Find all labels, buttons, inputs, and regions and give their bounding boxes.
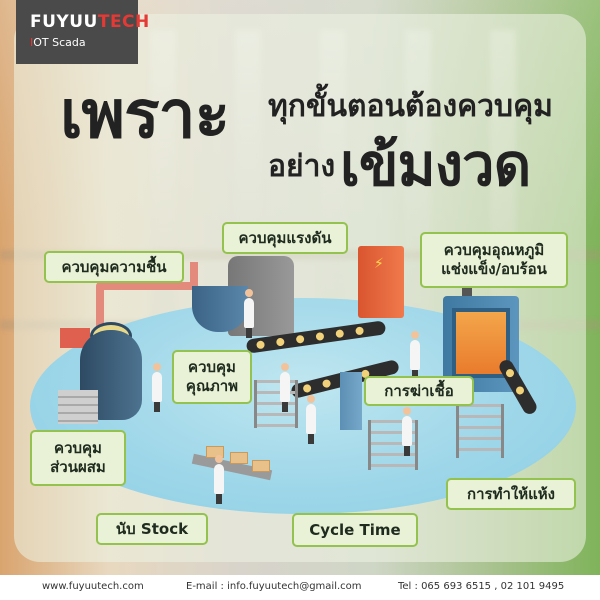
label-drying: การทำให้แห้ง <box>446 478 576 510</box>
footer-website[interactable]: www.fuyuutech.com <box>42 581 144 592</box>
sterilization-unit <box>340 372 362 430</box>
label-text-line-2: แช่งแข็ง/อบร้อน <box>441 260 547 278</box>
brand-wordmark: FUYUUTECH <box>30 12 150 32</box>
label-pressure-control: ควบคุมแรงดัน <box>222 222 348 254</box>
warning-icon: ⚡ <box>374 256 384 272</box>
drying-rack-2 <box>456 404 504 458</box>
brand-logo: FUYUUTECH IOT Scada <box>16 0 150 64</box>
worker-figure <box>306 395 316 444</box>
label-text-line-1: ควบคุม <box>54 439 102 458</box>
red-vent-box <box>60 328 90 348</box>
worker-figure <box>214 455 224 504</box>
quality-check-rack <box>254 380 298 428</box>
label-text: นับ Stock <box>115 519 189 538</box>
worker-figure <box>402 407 412 456</box>
brand-subtitle: IOT Scada <box>30 36 86 49</box>
headline-big-word-1: เพราะ <box>60 76 230 153</box>
label-text-line-2: ส่วนผสม <box>50 458 106 476</box>
label-cycle-time: Cycle Time <box>292 513 418 547</box>
label-humidity-control: ควบคุมความชื้น <box>44 251 184 283</box>
headline-line-2: อย่าง <box>268 149 336 184</box>
label-text-line-1: ควบคุม <box>188 358 236 377</box>
label-text: การฆ่าเชื้อ <box>384 381 454 400</box>
worker-figure <box>152 363 162 412</box>
label-sterilization: การฆ่าเชื้อ <box>364 376 474 406</box>
humidity-pipe-riser <box>190 262 198 290</box>
footer-email[interactable]: E-mail : info.fuyuutech@gmail.com <box>186 581 362 592</box>
headline-big-word-2: เข้มงวด <box>340 131 531 199</box>
label-mixture-control: ควบคุม ส่วนผสม <box>30 430 126 486</box>
electrical-cabinet: ⚡ <box>358 246 404 318</box>
label-stock-count: นับ Stock <box>96 513 208 545</box>
label-temperature-control: ควบคุมอุณหภูมิ แช่งแข็ง/อบร้อน <box>420 232 568 288</box>
label-text: ควบคุมความชื้น <box>61 257 167 276</box>
worker-figure <box>244 289 254 338</box>
headline-line-1: ทุกขั้นตอนต้องควบคุม <box>268 89 553 124</box>
worker-figure <box>410 331 420 380</box>
label-text: ควบคุมแรงดัน <box>238 228 332 247</box>
tank-stairs <box>58 390 98 424</box>
footer-phone: Tel : 065 693 6515 , 02 101 9495 <box>398 581 565 592</box>
label-text-line-1: ควบคุมอุณหภูมิ <box>443 241 545 260</box>
label-quality-control: ควบคุม คุณภาพ <box>172 350 252 404</box>
packing-box-3 <box>252 460 270 472</box>
packing-box-2 <box>230 452 248 464</box>
label-text-line-2: คุณภาพ <box>185 377 239 395</box>
label-text: การทำให้แห้ง <box>467 484 555 503</box>
contact-footer: www.fuyuutech.com E-mail : info.fuyuutec… <box>0 575 600 600</box>
worker-figure <box>280 363 290 412</box>
label-text: Cycle Time <box>309 520 401 539</box>
humidity-pipe-horizontal <box>96 282 196 290</box>
humidity-pipe <box>96 286 104 326</box>
dough-mixer-bowl <box>192 286 248 332</box>
